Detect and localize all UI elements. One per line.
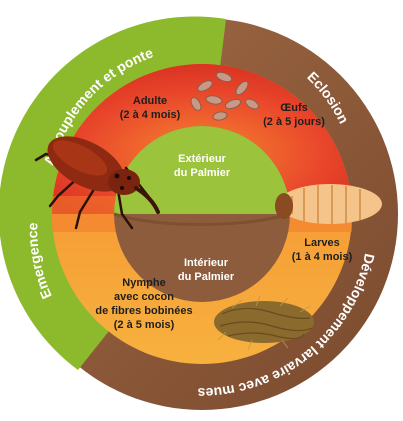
svg-text:avec cocon: avec cocon [114, 291, 174, 303]
svg-text:Œufs: Œufs [280, 102, 308, 114]
svg-text:(2 à 4 mois): (2 à 4 mois) [120, 109, 181, 121]
svg-text:(1 à 4 mois): (1 à 4 mois) [292, 251, 353, 263]
svg-text:Adulte: Adulte [133, 95, 167, 107]
svg-text:Nymphe: Nymphe [122, 277, 165, 289]
svg-text:de fibres bobinées: de fibres bobinées [95, 305, 192, 317]
svg-text:du Palmier: du Palmier [174, 167, 231, 179]
svg-text:(2 à 5 jours): (2 à 5 jours) [263, 116, 325, 128]
svg-text:Larves: Larves [304, 237, 339, 249]
svg-text:du Palmier: du Palmier [178, 271, 235, 283]
svg-text:Extérieur: Extérieur [178, 153, 226, 165]
svg-text:Intérieur: Intérieur [184, 257, 229, 269]
svg-text:(2 à 5 mois): (2 à 5 mois) [114, 319, 175, 331]
